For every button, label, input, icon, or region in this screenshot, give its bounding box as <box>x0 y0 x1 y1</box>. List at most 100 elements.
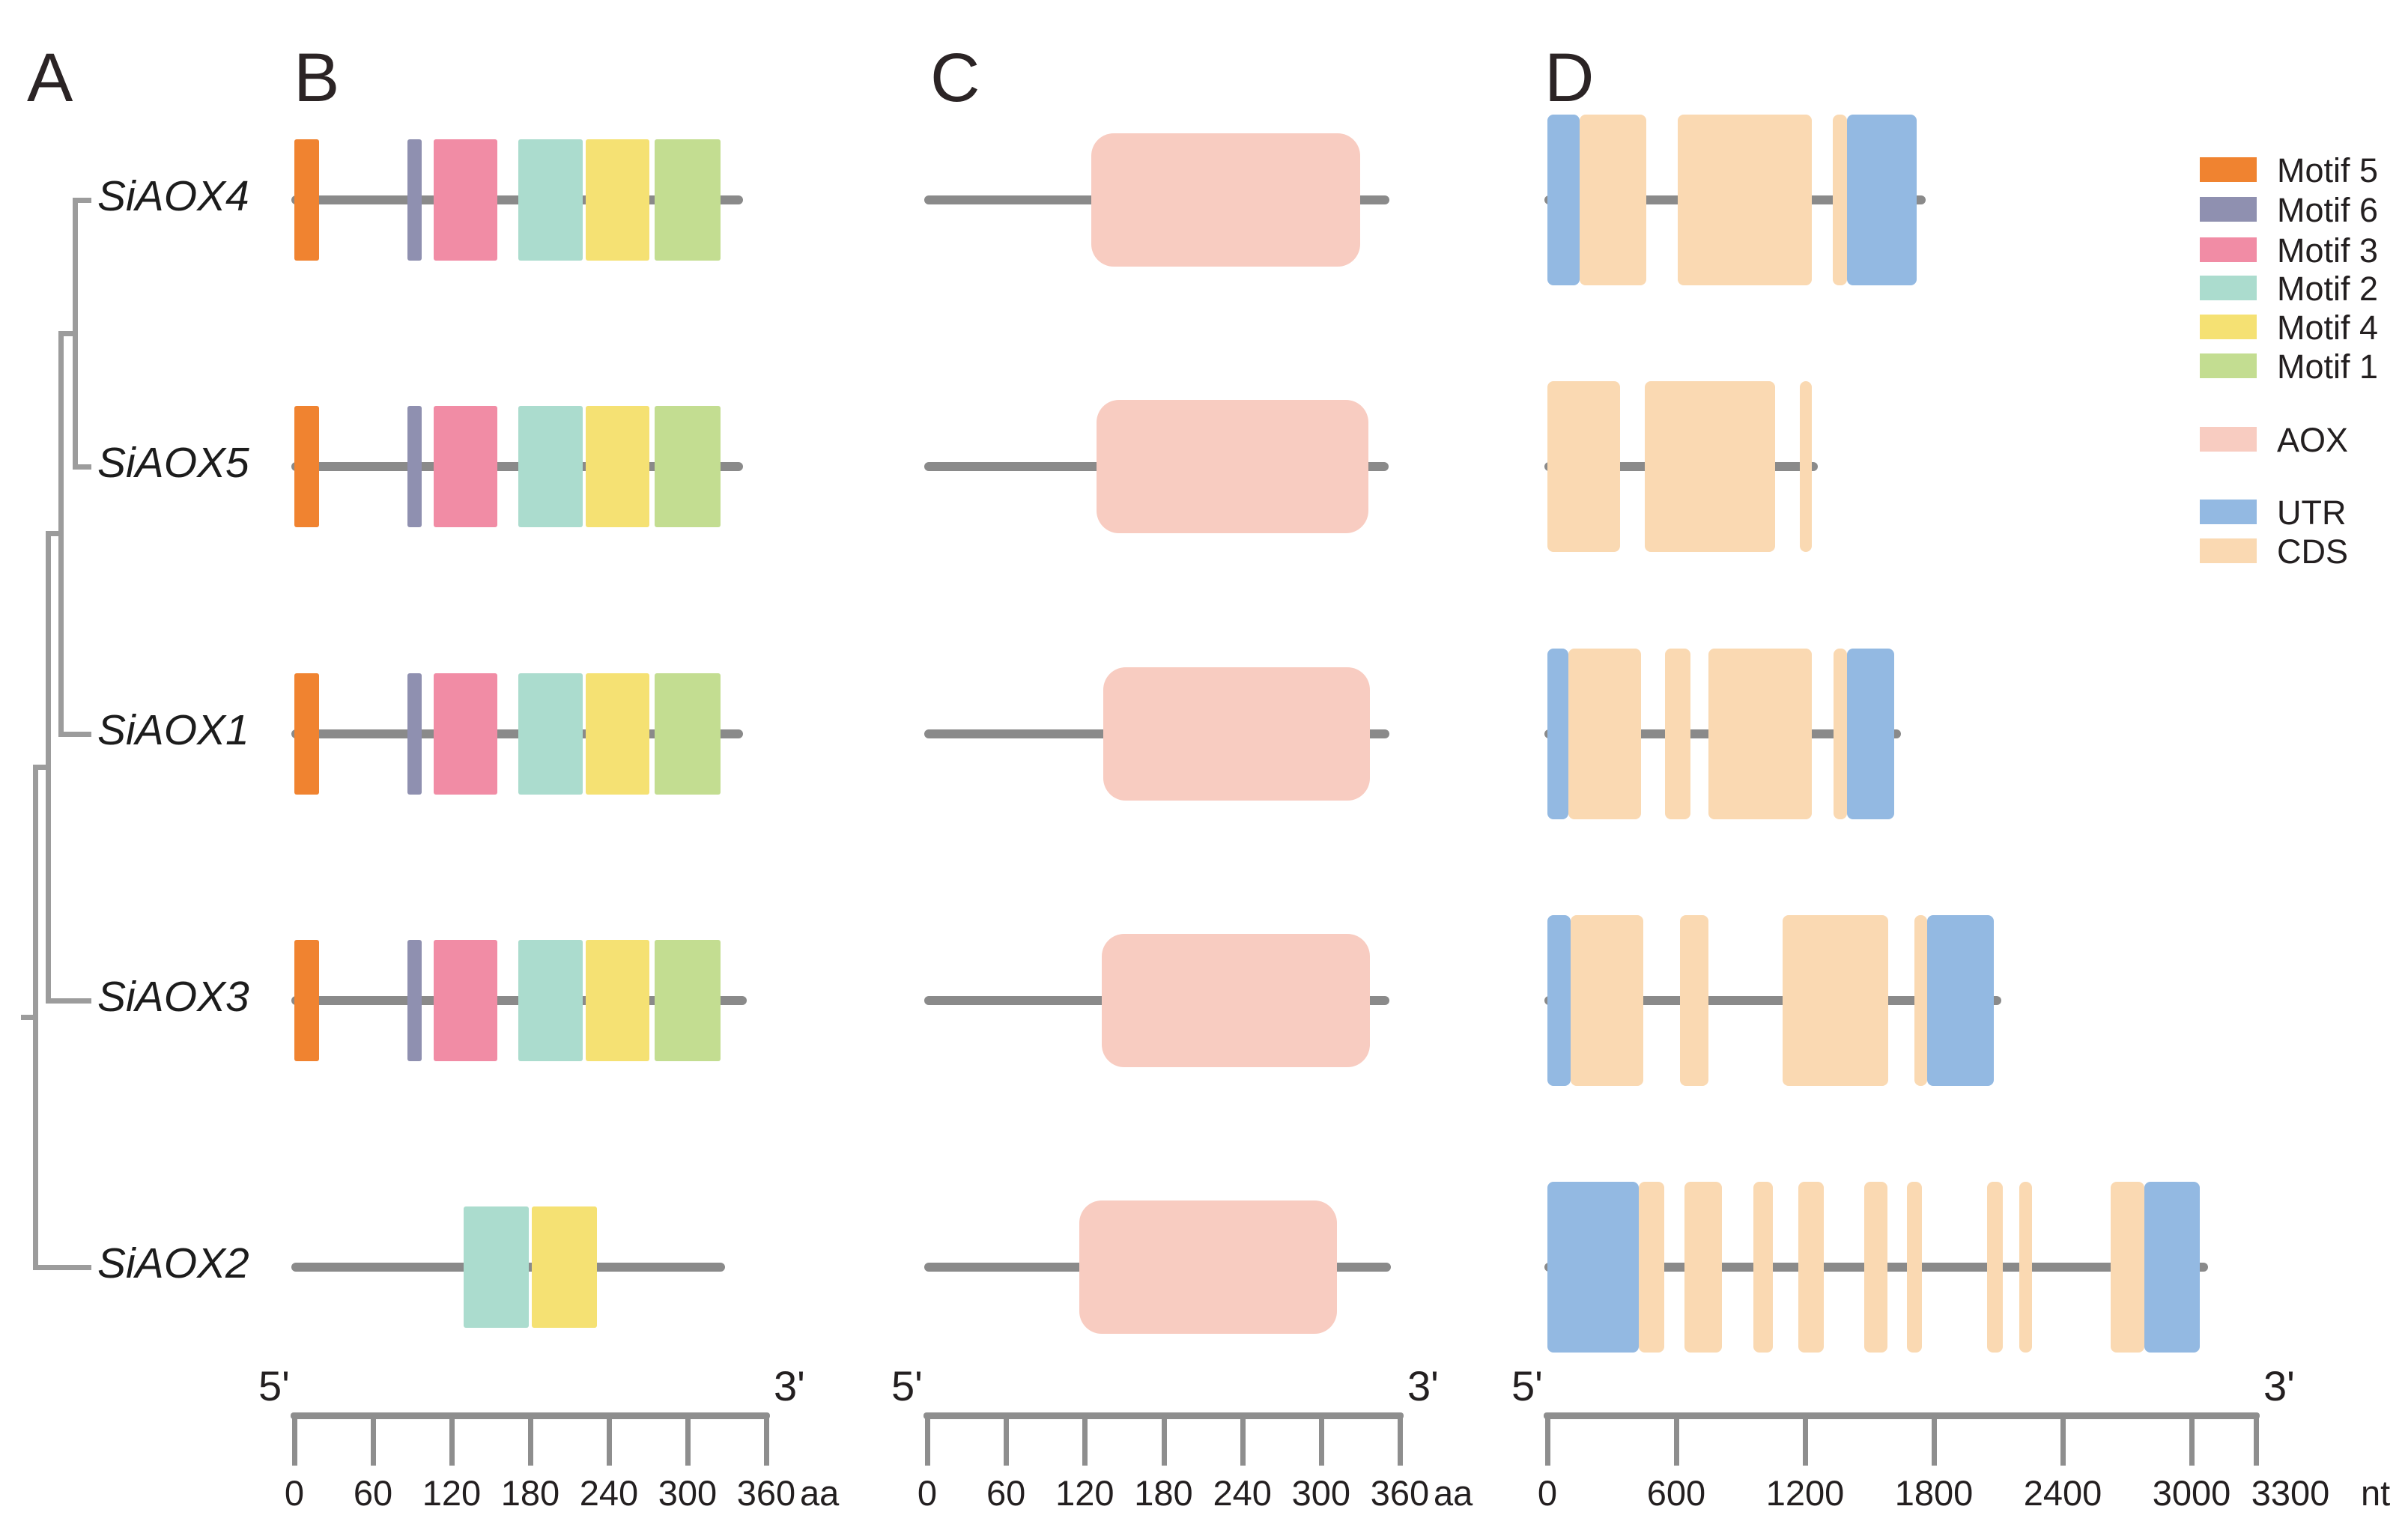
axis-tick <box>1674 1418 1679 1466</box>
motif-block <box>518 940 583 1061</box>
motif-block <box>433 139 498 261</box>
legend-label: Motif 3 <box>2277 231 2379 270</box>
utr-block <box>1847 115 1917 285</box>
utr-block <box>2144 1182 2200 1353</box>
axis-tick <box>292 1418 297 1466</box>
axis-tick <box>925 1418 930 1466</box>
motif-block <box>407 139 422 261</box>
axis-tick-label: 600 <box>1646 1473 1706 1513</box>
axis-tick <box>1398 1418 1403 1466</box>
motif1-legend-swatch <box>2200 353 2257 378</box>
motif-block <box>585 673 650 795</box>
axis-tick <box>1082 1418 1088 1466</box>
axis-five-prime-label: 5' <box>1511 1362 1543 1409</box>
tree-branch <box>35 1264 91 1270</box>
tree-branch <box>35 764 48 770</box>
motif-block <box>294 673 320 795</box>
utr-block <box>1547 115 1580 285</box>
aox-domain-block <box>1079 1200 1337 1334</box>
cds-exon-block <box>1684 1182 1723 1353</box>
utr-block <box>1547 915 1571 1086</box>
axis-tick <box>449 1418 455 1466</box>
axis-tick-label: 0 <box>917 1473 938 1513</box>
motif4-legend-swatch <box>2200 315 2257 339</box>
axis-five-prime-label: 5' <box>891 1362 923 1409</box>
aox-legend-swatch <box>2200 427 2257 452</box>
cds-exon-block <box>1570 915 1643 1086</box>
motif-block <box>433 406 498 527</box>
axis-bar <box>1544 1412 2260 1419</box>
legend-label: AOX <box>2277 421 2349 459</box>
axis-tick-label: 240 <box>579 1473 639 1513</box>
panel-letter-b: B <box>294 40 341 116</box>
tree-branch <box>48 531 61 536</box>
utr-block <box>1926 915 1995 1086</box>
tree-branch <box>61 330 75 336</box>
axis-tick-label: 120 <box>422 1473 482 1513</box>
axis-unit-label: aa <box>800 1473 840 1513</box>
axis-tick-label: 180 <box>500 1473 560 1513</box>
cds-exon-block <box>1863 1182 1888 1353</box>
cds-exon-block <box>1799 381 1812 552</box>
axis-three-prime-label: 3' <box>1407 1362 1439 1409</box>
cds-exon-block <box>1679 915 1708 1086</box>
axis-tick-label: 120 <box>1055 1473 1114 1513</box>
motif-block <box>518 673 583 795</box>
axis-tick-label: 300 <box>658 1473 718 1513</box>
axis-tick <box>371 1418 376 1466</box>
motif2-legend-swatch <box>2200 276 2257 300</box>
cds-exon-block <box>1708 649 1813 819</box>
axis-unit-label: aa <box>1434 1473 1473 1513</box>
cds-exon-block <box>1677 115 1812 285</box>
panel-letter-c: C <box>930 40 981 116</box>
axis-tick <box>607 1418 612 1466</box>
axis-tick <box>2060 1418 2066 1466</box>
axis-tick-label: 60 <box>986 1473 1026 1513</box>
legend-label: Motif 2 <box>2277 270 2379 308</box>
axis-tick-label: 0 <box>1537 1473 1558 1513</box>
motif3-legend-swatch <box>2200 237 2257 262</box>
panel-letter-a: A <box>27 40 74 116</box>
axis-tick-label: 60 <box>353 1473 393 1513</box>
cds-exon-block <box>1986 1182 2004 1353</box>
panel-letter-d: D <box>1544 40 1595 116</box>
motif-block <box>294 139 320 261</box>
tree-branch <box>61 731 91 737</box>
motif-block <box>585 406 650 527</box>
motif-block <box>407 406 422 527</box>
motif-block <box>463 1206 530 1328</box>
cds-exon-block <box>1832 115 1848 285</box>
utr-block <box>1847 649 1895 819</box>
motif-block <box>294 406 320 527</box>
axis-bar <box>924 1412 1404 1419</box>
utr-block <box>1547 649 1568 819</box>
gene-label: SiAOX4 <box>97 172 249 220</box>
cds-exon-block <box>1568 649 1641 819</box>
axis-tick <box>764 1418 769 1466</box>
axis-tick <box>1004 1418 1010 1466</box>
axis-tick <box>2189 1418 2195 1466</box>
motif-block <box>407 940 422 1061</box>
axis-tick-label: 300 <box>1291 1473 1351 1513</box>
legend-label: UTR <box>2277 494 2347 532</box>
axis-five-prime-label: 5' <box>258 1362 290 1409</box>
cds-exon-block <box>1798 1182 1824 1353</box>
aox-domain-block <box>1097 400 1368 533</box>
cds-exon-block <box>1664 649 1690 819</box>
motif-block <box>531 1206 598 1328</box>
axis-three-prime-label: 3' <box>774 1362 805 1409</box>
cds-exon-block <box>1638 1182 1665 1353</box>
motif5-legend-swatch <box>2200 157 2257 182</box>
cds-exon-block <box>1580 115 1646 285</box>
tree-branch <box>75 197 91 203</box>
axis-bar <box>291 1412 770 1419</box>
motif-block <box>518 406 583 527</box>
tree-node <box>32 764 38 1270</box>
axis-tick <box>1932 1418 1937 1466</box>
axis-tick <box>528 1418 533 1466</box>
motif-block <box>518 139 583 261</box>
axis-three-prime-label: 3' <box>2263 1362 2295 1409</box>
tree-branch <box>75 464 91 470</box>
legend-label: Motif 6 <box>2277 191 2379 229</box>
